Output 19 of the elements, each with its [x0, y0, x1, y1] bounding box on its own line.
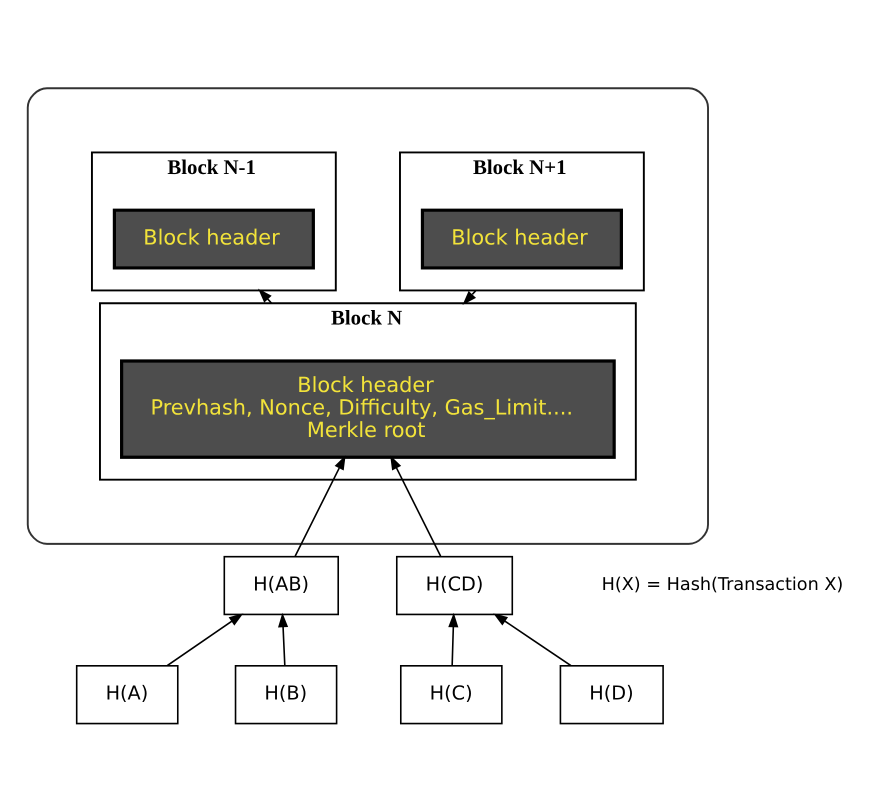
node-box: Block header: [112, 208, 315, 270]
node-box: H(B): [234, 665, 338, 724]
node-box: H(AB): [224, 556, 340, 616]
node-box: Block header Prevhash, Nonce, Difficulty, Gas_Limit.... Merkle root: [120, 359, 616, 459]
label: H(X) = Hash(Transaction X): [602, 575, 844, 596]
cluster: [26, 87, 709, 545]
node-box: H(A): [76, 665, 179, 724]
node-box: Block header: [420, 208, 623, 270]
arrow: [294, 455, 346, 557]
arrow: [462, 290, 477, 306]
arrow: [258, 288, 272, 304]
arrow: [493, 613, 572, 666]
arrow: [166, 613, 244, 666]
arrow: [390, 455, 442, 557]
node-box: H(C): [400, 665, 503, 724]
arrow: [448, 612, 458, 666]
arrow: [278, 612, 288, 666]
node-box: H(CD): [396, 556, 514, 616]
node-box: H(D): [560, 665, 664, 724]
